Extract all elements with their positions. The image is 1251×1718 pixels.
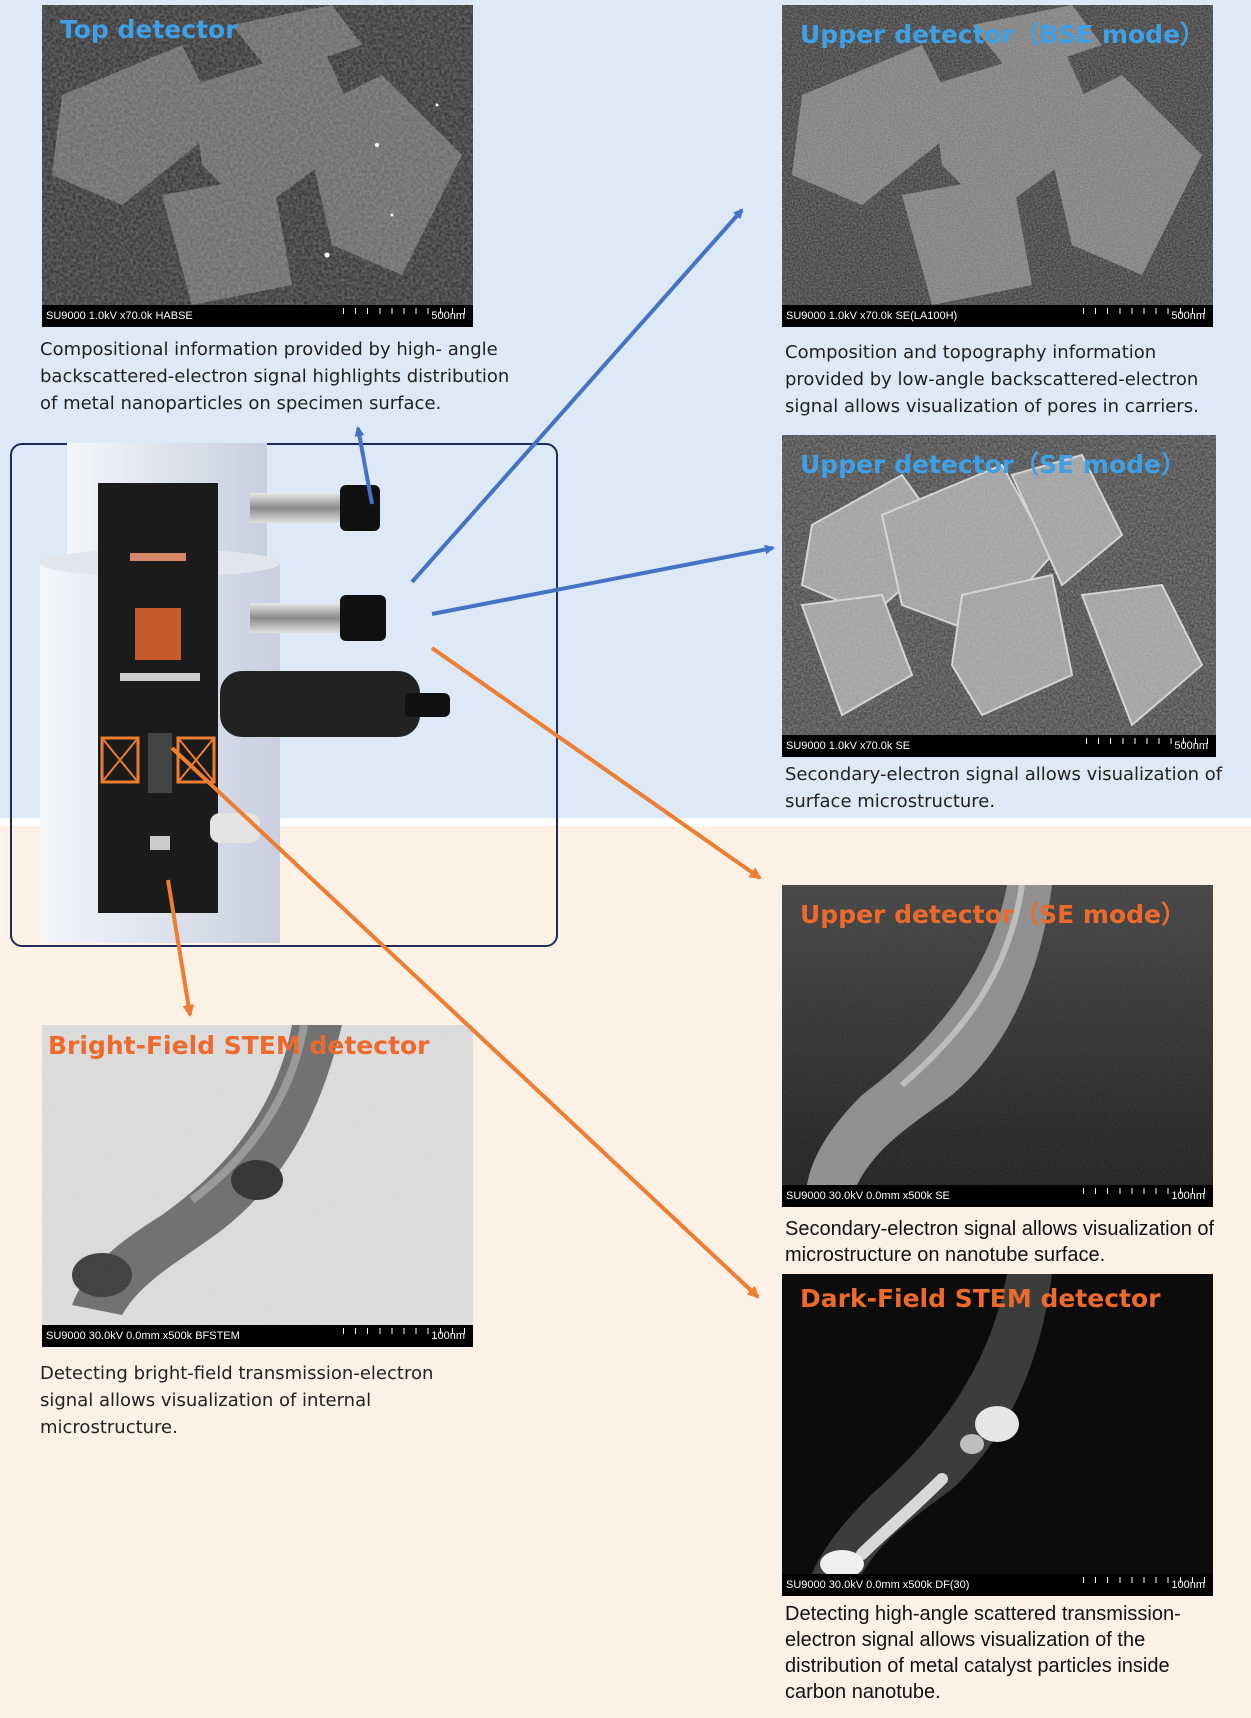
scale-label: 100nm (1171, 1190, 1205, 1202)
sem-texture (42, 1025, 473, 1347)
microscope-illustration (40, 443, 450, 943)
df-stem-image: Dark-Field STEM detector SU9000 30.0kV 0… (782, 1274, 1213, 1596)
panel-title: Top detector (60, 15, 238, 44)
lens-coil (135, 608, 181, 660)
info-bar: SU9000 1.0kV x70.0k HABSE 500nm (42, 305, 473, 327)
sem-texture (782, 5, 1213, 327)
scale-ticks (1083, 1577, 1205, 1583)
panel-title: Upper detector（SE mode） (800, 450, 1186, 479)
top-detector-image: Top detector SU9000 1.0kV x70.0k HABSE 5… (42, 5, 473, 327)
scale-ticks (343, 1328, 465, 1334)
df-stem-caption: Detecting high-angle scattered transmiss… (785, 1603, 1181, 1703)
info-text: SU9000 30.0kV 0.0mm x500k SE (786, 1190, 950, 1202)
info-text: SU9000 30.0kV 0.0mm x500k BFSTEM (46, 1330, 240, 1342)
info-text: SU9000 1.0kV x70.0k SE (786, 740, 911, 752)
upper-se-nanotube-image: Upper detector（SE mode） SU9000 30.0kV 0.… (782, 885, 1213, 1207)
info-bar: SU9000 30.0kV 0.0mm x500k BFSTEM 100nm (42, 1325, 473, 1347)
upper-bse-caption: Composition and topography information p… (785, 342, 1199, 417)
sem-texture (782, 1274, 1213, 1596)
info-text: SU9000 30.0kV 0.0mm x500k DF(30) (786, 1579, 970, 1591)
info-bar: SU9000 1.0kV x70.0k SE(LA100H) 500nm (782, 305, 1213, 327)
scale-label: 100nm (1171, 1579, 1205, 1591)
sem-texture (42, 5, 473, 327)
sem-texture (782, 435, 1216, 757)
upper-se-caption: Secondary-electron signal allows visuali… (785, 764, 1223, 812)
lower-detector (220, 671, 420, 737)
top-detector-caption: Compositional information provided by hi… (40, 339, 510, 414)
scale-ticks (343, 308, 465, 314)
bf-stem-image: Bright-Field STEM detector SU9000 30.0kV… (42, 1025, 473, 1347)
scale-label: 500nm (431, 310, 465, 322)
scale-label: 500nm (1174, 740, 1208, 752)
top-detector-cap (340, 485, 380, 531)
info-text: SU9000 1.0kV x70.0k HABSE (46, 310, 193, 322)
panel-title: Dark-Field STEM detector (800, 1284, 1161, 1313)
info-text: SU9000 1.0kV x70.0k SE(LA100H) (786, 310, 958, 322)
panel-title: Upper detector（SE mode） (800, 900, 1186, 929)
info-bar: SU9000 30.0kV 0.0mm x500k SE 100nm (782, 1185, 1213, 1207)
sem-texture (782, 885, 1213, 1207)
scale-ticks (1083, 308, 1205, 314)
scale-ticks (1083, 1188, 1205, 1194)
upper-se-image: Upper detector（SE mode） SU9000 1.0kV x70… (782, 435, 1216, 757)
bf-stem-caption: Detecting bright-field transmission-elec… (40, 1363, 434, 1438)
panel-title: Upper detector（BSE mode） (800, 20, 1206, 49)
upper-se-nanotube-caption: Secondary-electron signal allows visuali… (785, 1218, 1215, 1266)
scale-label: 500nm (1171, 310, 1205, 322)
stage-coil-left (100, 736, 140, 784)
scale-ticks (1086, 738, 1208, 744)
upper-bse-image: Upper detector（BSE mode） SU9000 1.0kV x7… (782, 5, 1213, 327)
upper-detector-cap (340, 595, 386, 641)
panel-title: Bright-Field STEM detector (48, 1031, 430, 1060)
stem-detector (210, 813, 260, 843)
info-bar: SU9000 1.0kV x70.0k SE 500nm (782, 735, 1216, 757)
scale-label: 100nm (431, 1330, 465, 1342)
info-bar: SU9000 30.0kV 0.0mm x500k DF(30) 100nm (782, 1574, 1213, 1596)
